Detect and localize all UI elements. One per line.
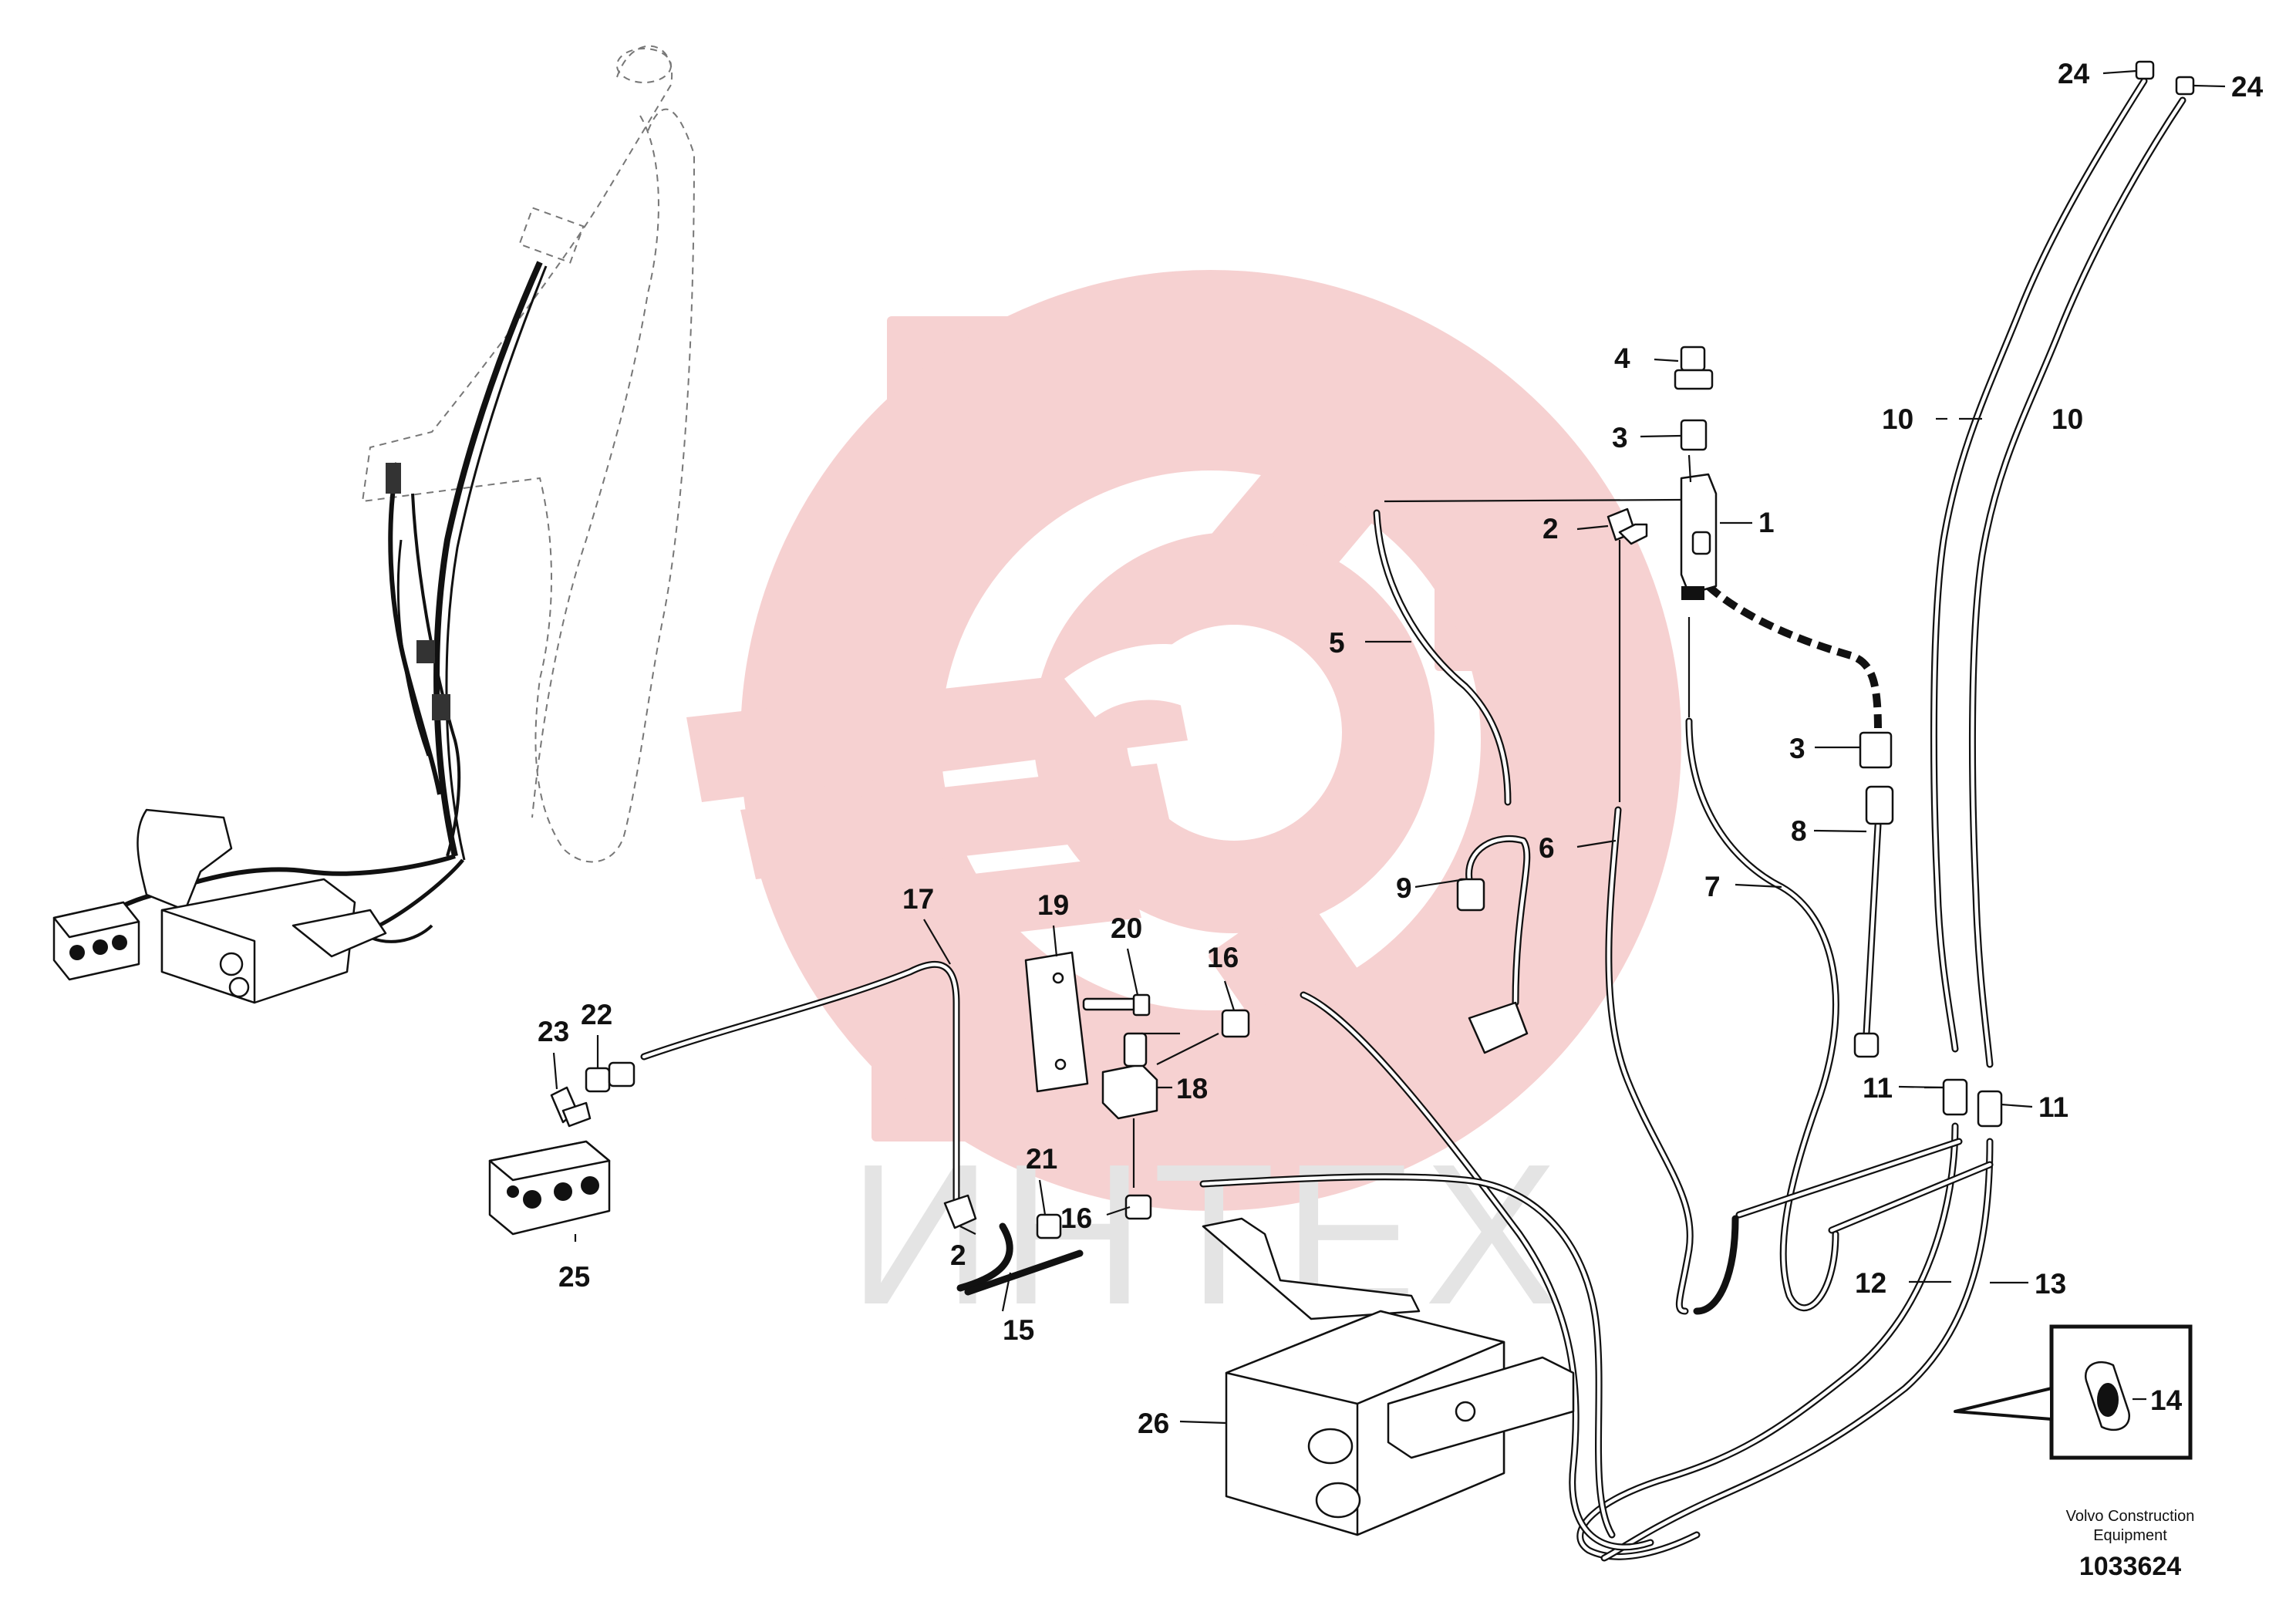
callout-16-bottom: 16	[1060, 1202, 1092, 1234]
hose-13	[1600, 1138, 1994, 1562]
hose-10-right	[1968, 96, 2186, 1068]
elbow-2-top	[1607, 508, 1648, 545]
callout-24-left: 24	[2058, 58, 2090, 89]
callout-25: 25	[558, 1261, 590, 1293]
leader-lines	[552, 69, 2226, 1425]
hose-5	[1373, 498, 1682, 806]
hose-long-loop	[1199, 991, 1654, 1551]
callout-24-right: 24	[2231, 71, 2264, 103]
callout-11-left: 11	[1863, 1072, 1893, 1104]
overview-machine-outline	[361, 45, 696, 863]
watermark-logo	[686, 270, 1681, 1211]
hose-17	[640, 961, 960, 1207]
callout-17: 17	[902, 883, 934, 915]
valve-block-1	[1680, 473, 1718, 600]
callout-5: 5	[1329, 627, 1345, 659]
hose-8	[1853, 785, 1894, 1058]
callout-26: 26	[1138, 1408, 1169, 1439]
callout-9: 9	[1396, 872, 1412, 904]
plate-19	[1024, 951, 1089, 1093]
bolt-20	[1082, 993, 1151, 1017]
elbow-23	[550, 1086, 592, 1128]
callout-6: 6	[1539, 832, 1555, 864]
fitting-22	[585, 1061, 636, 1093]
fitting-24-right	[2175, 76, 2195, 96]
valve-block-18	[1101, 1032, 1219, 1188]
overview-control-valve	[52, 901, 140, 981]
watermark-text: ИНТЕХ	[848, 1123, 1566, 1347]
hose-7	[1685, 617, 1839, 1315]
callout-11-right: 11	[2038, 1091, 2068, 1123]
fitting-3-right	[1859, 731, 1893, 769]
hose-10-left	[1930, 77, 2148, 1053]
tee-fitting-11-left	[1924, 1078, 1968, 1116]
detail-box-14	[1954, 1324, 2193, 1460]
callout-3-top: 3	[1612, 422, 1628, 454]
callout-2-bottom: 2	[950, 1239, 966, 1271]
callout-12: 12	[1855, 1267, 1886, 1299]
callout-10-right: 10	[2052, 403, 2083, 435]
callout-3-right: 3	[1789, 733, 1805, 764]
callout-7: 7	[1704, 871, 1721, 902]
callout-23: 23	[538, 1016, 569, 1047]
fitting-16-top	[1221, 1009, 1250, 1038]
tee-fitting-11-right	[1977, 1090, 2003, 1128]
callout-1: 1	[1758, 507, 1775, 538]
fitting-4	[1674, 346, 1714, 390]
callout-18: 18	[1176, 1073, 1208, 1104]
callout-8: 8	[1791, 815, 1807, 847]
footer-drawing-number: 1033624	[2079, 1552, 2181, 1581]
callout-13: 13	[2035, 1268, 2066, 1300]
callout-15: 15	[1003, 1314, 1034, 1346]
callout-22: 22	[581, 999, 612, 1030]
callout-19: 19	[1037, 889, 1069, 921]
fitting-3-top	[1680, 419, 1708, 483]
callout-20: 20	[1111, 912, 1142, 944]
mounting-box-26	[1202, 1217, 1575, 1536]
fitting-16-bottom	[1124, 1194, 1152, 1220]
footer-company-line2: Equipment	[2093, 1527, 2167, 1544]
elbow-hose-9	[1456, 835, 1531, 1054]
hose-6	[1605, 540, 1694, 1315]
hose-12	[1576, 1122, 1959, 1560]
elbow-2-bottom	[943, 1194, 977, 1229]
callout-2-top: 2	[1542, 513, 1559, 545]
fitting-21	[1036, 1213, 1062, 1239]
hose-15	[956, 1222, 1084, 1296]
callout-4: 4	[1614, 342, 1630, 374]
hydraulic-line-dashed	[1705, 583, 1882, 733]
callout-10-left: 10	[1882, 403, 1913, 435]
callout-16-top: 16	[1207, 942, 1239, 973]
overview-frame-bracket	[137, 808, 387, 1004]
footer-company-line1: Volvo Construction	[2066, 1508, 2195, 1525]
control-valve-25	[488, 1140, 611, 1236]
callout-21: 21	[1026, 1143, 1057, 1175]
cross-hose	[1735, 1138, 1994, 1234]
callout-14: 14	[2150, 1384, 2183, 1416]
fitting-24-left	[2135, 60, 2155, 80]
